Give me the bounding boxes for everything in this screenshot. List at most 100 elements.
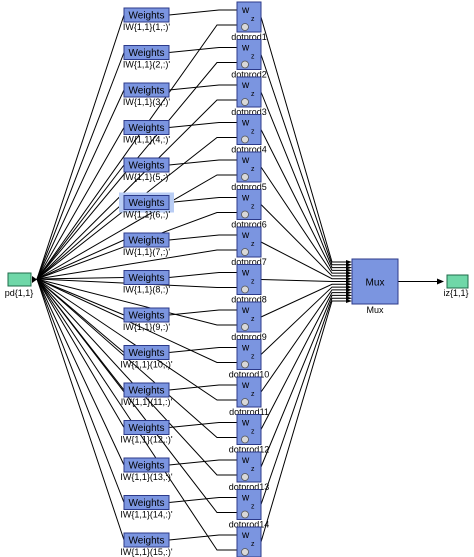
weights-block-body[interactable] — [123, 307, 170, 323]
weights-block-body[interactable] — [123, 120, 170, 135]
weights-block-body[interactable] — [123, 157, 170, 173]
wire-dotprod-to-mux — [260, 279, 346, 282]
dotprod-block-body[interactable] — [236, 451, 262, 483]
dotprod-block-body[interactable] — [236, 414, 262, 445]
dotprod-w-port-label: w — [241, 530, 250, 541]
dotprod-block-body[interactable] — [236, 39, 262, 70]
weights-block-label: Weights — [129, 236, 165, 247]
dotprod-block-body[interactable] — [236, 301, 262, 333]
wire-dotprod-to-mux — [260, 289, 346, 393]
wire-weights-to-dotprod — [168, 459, 237, 466]
input-port-label: pd{1,1} — [5, 288, 34, 298]
wire-input-to-dotprod — [36, 174, 237, 280]
weights-block-body[interactable] — [123, 7, 170, 23]
wire-input-to-dotprod — [36, 62, 237, 280]
weights-block-body[interactable] — [123, 495, 170, 510]
wire-input-to-weights — [36, 164, 125, 280]
dotprod-w-port-label: w — [241, 118, 250, 129]
dotprod-gear-icon — [241, 135, 249, 144]
dotprod-caption: dotprod2 — [231, 70, 267, 80]
input-port-arrow — [32, 276, 37, 283]
mux-input-arrow — [346, 268, 352, 273]
dotprod-block-body[interactable] — [236, 526, 262, 557]
weights-block-body[interactable] — [123, 195, 170, 210]
dotprod-block-body[interactable] — [236, 226, 262, 258]
dotprod-gear-icon — [241, 60, 249, 69]
weights-caption: IW{1,1}(4,:)' — [123, 135, 171, 145]
dotprod-z-port-label: z — [251, 391, 255, 398]
weights-block-body[interactable] — [123, 45, 170, 60]
weights-block-body[interactable] — [123, 532, 170, 548]
weights-block-body[interactable] — [123, 270, 170, 285]
dotprod-caption: dotprod10 — [229, 370, 270, 380]
wire-input-to-weights — [36, 239, 125, 280]
weights-block-body[interactable] — [123, 232, 170, 248]
weights-block-body[interactable] — [123, 82, 170, 98]
dotprod-block-body[interactable] — [236, 114, 262, 145]
mux-block-body[interactable] — [351, 258, 399, 305]
dotprod-block-body[interactable] — [236, 1, 262, 33]
wire-dotprod-to-mux — [260, 166, 346, 274]
wire-weights-to-dotprod — [168, 497, 237, 503]
weights-block-body[interactable] — [123, 382, 170, 398]
dotprod-z-port-label: z — [251, 466, 255, 473]
dotprod-block-body[interactable] — [236, 76, 262, 108]
wire-weights-to-dotprod — [168, 9, 237, 16]
weights-block-body[interactable] — [123, 457, 170, 473]
dotprod-block-body[interactable] — [236, 339, 262, 370]
wire-weights-to-dotprod — [168, 534, 237, 541]
wire-weights-to-dotprod — [168, 159, 237, 166]
input-port[interactable] — [7, 272, 32, 287]
output-port[interactable] — [446, 274, 469, 289]
wire-dotprod-to-mux — [260, 16, 346, 263]
mux-label: Mux — [366, 278, 385, 289]
weights-caption: IW{1,1}(7,:)' — [123, 247, 171, 257]
dotprod-gear-icon — [241, 548, 249, 556]
wire-dotprod-to-mux — [260, 297, 346, 505]
dotprod-block-body[interactable] — [236, 264, 262, 295]
dotprod-block-body[interactable] — [236, 189, 262, 220]
dotprod-block[interactable]: wzdotprod15 — [229, 526, 270, 557]
dotprod-gear-icon — [241, 360, 249, 369]
dotprod-gear-icon — [241, 210, 249, 219]
wire-dotprod-to-mux — [260, 204, 346, 277]
dotprod-block-body[interactable] — [236, 376, 262, 408]
dotprod-block-body[interactable] — [236, 489, 262, 520]
weights-block-body[interactable] — [123, 345, 170, 360]
wire-dotprod-to-mux — [260, 300, 346, 543]
dotprod-block-body[interactable] — [236, 151, 262, 183]
dotprod-z-port-label: z — [251, 241, 255, 248]
weights-block-body[interactable] — [123, 420, 170, 435]
